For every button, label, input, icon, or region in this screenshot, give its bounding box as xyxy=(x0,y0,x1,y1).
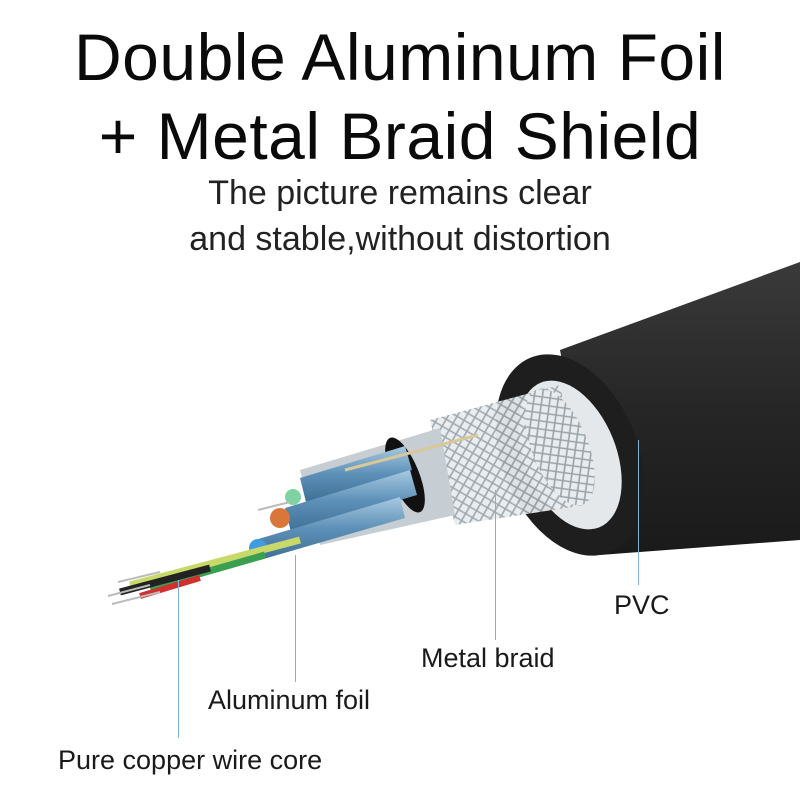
copper-core-callout-line xyxy=(178,580,179,738)
headline-line-1: Double Aluminum Foil xyxy=(74,20,726,94)
copper-wire-core xyxy=(107,489,301,605)
headline-line-2: + Metal Braid Shield xyxy=(98,99,702,173)
metal-braid-label: Metal braid xyxy=(421,643,555,673)
subheadline-line-1: The picture remains clear xyxy=(208,174,592,212)
metal-braid-callout-line xyxy=(495,490,496,640)
pvc-callout-line xyxy=(638,440,639,585)
pvc-label: PVC xyxy=(614,590,670,620)
subheadline-line-2: and stable,without distortion xyxy=(189,220,611,258)
aluminum-foil-callout-line xyxy=(295,555,296,682)
copper-wire-core-label: Pure copper wire core xyxy=(58,745,323,775)
aluminum-foil-label: Aluminum foil xyxy=(208,685,371,715)
metal-braid xyxy=(430,385,595,525)
